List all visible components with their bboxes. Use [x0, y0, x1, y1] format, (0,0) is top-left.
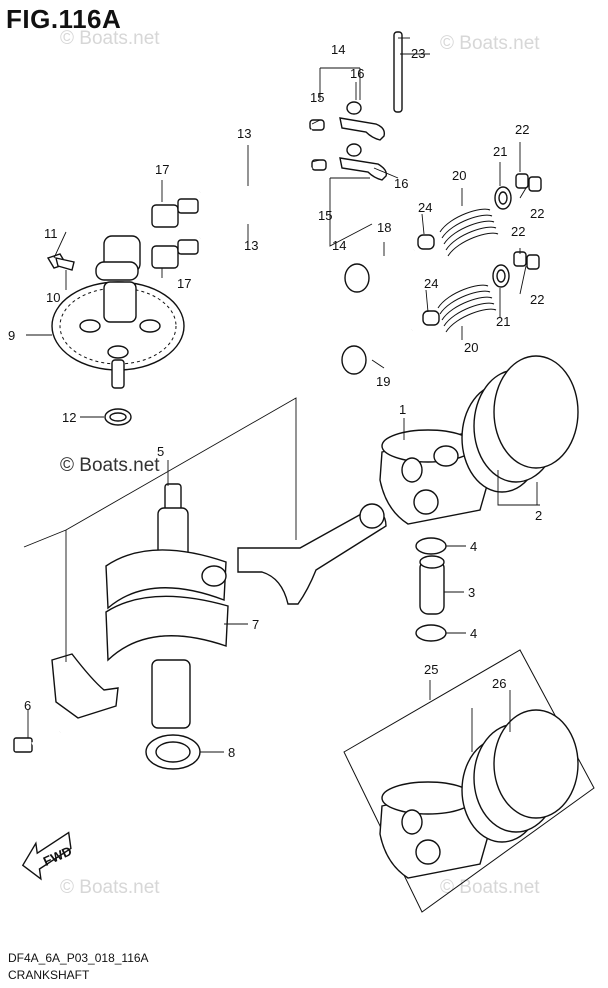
- camshaft[interactable]: [95, 235, 141, 389]
- callout-4: 4: [470, 539, 477, 554]
- watermark-bottom-right: © Boats.net: [440, 877, 540, 898]
- callout-22: 22: [530, 206, 544, 221]
- spring-retainer-upper[interactable]: [494, 186, 512, 210]
- watermark-top-left: © Boats.net: [60, 28, 160, 49]
- connecting-rod-bolt[interactable]: [13, 730, 61, 753]
- callout-2: 2: [535, 508, 542, 523]
- callout-12: 12: [62, 410, 76, 425]
- rocker-arm-upper[interactable]: [309, 101, 386, 141]
- callout-13: 13: [244, 238, 258, 253]
- piston-pin-circlip-lower[interactable]: [415, 624, 447, 642]
- footer-drawing-code: DF4A_6A_P03_018_116A: [8, 951, 149, 965]
- rocker-arm-lower[interactable]: [311, 143, 388, 181]
- connecting-rod-cap[interactable]: [51, 653, 119, 719]
- piston-pin-circlip-upper[interactable]: [415, 537, 447, 555]
- callout-17: 17: [155, 162, 169, 177]
- camshaft-washer[interactable]: [104, 408, 132, 426]
- valve-cotter-lower[interactable]: [513, 251, 540, 270]
- callout-25: 25: [424, 662, 438, 677]
- callout-17: 17: [177, 276, 191, 291]
- callout-3: 3: [468, 585, 475, 600]
- figure-title: FIG.116A: [6, 4, 122, 34]
- leader-lines: [23, 37, 540, 753]
- tappet-upper[interactable]: [151, 198, 199, 228]
- valve-spring-upper[interactable]: [439, 208, 499, 257]
- callout-1: 1: [399, 402, 406, 417]
- push-rod-lower[interactable]: [199, 167, 313, 239]
- valve-seal-upper[interactable]: [417, 234, 435, 250]
- piston-pin[interactable]: [419, 555, 445, 615]
- callout-26: 26: [492, 676, 506, 691]
- callout-4: 4: [470, 626, 477, 641]
- callout-9: 9: [8, 328, 15, 343]
- piston-std[interactable]: [379, 781, 490, 879]
- footer-section-name: CRANKSHAFT: [8, 968, 90, 982]
- callout-19: 19: [376, 374, 390, 389]
- callout-22: 22: [530, 292, 544, 307]
- callout-6: 6: [24, 698, 31, 713]
- tappet-lower[interactable]: [151, 239, 199, 269]
- spring-retainer-lower[interactable]: [492, 264, 510, 288]
- piston-rings[interactable]: [461, 355, 579, 493]
- rocker-shaft[interactable]: [393, 31, 403, 113]
- callout-14: 14: [332, 238, 346, 253]
- callout-24: 24: [418, 200, 432, 215]
- fwd-arrow-icon: FWD: [21, 831, 74, 881]
- callout-16: 16: [350, 66, 364, 81]
- callout-21: 21: [493, 144, 507, 159]
- callout-8: 8: [228, 745, 235, 760]
- crankshaft-washer[interactable]: [145, 734, 201, 770]
- callout-22: 22: [511, 224, 525, 239]
- callout-15: 15: [310, 90, 324, 105]
- callout-22: 22: [515, 122, 529, 137]
- callout-10: 10: [46, 290, 60, 305]
- connecting-rod[interactable]: [237, 503, 387, 605]
- valve-spring-lower[interactable]: [437, 284, 497, 333]
- valve-seal-lower[interactable]: [422, 310, 440, 326]
- camshaft-bolt[interactable]: [46, 253, 75, 271]
- callout-7: 7: [252, 617, 259, 632]
- callout-14: 14: [331, 42, 345, 57]
- piston-ring-set[interactable]: [461, 709, 579, 843]
- callout-21: 21: [496, 314, 510, 329]
- watermark-top-right: © Boats.net: [440, 33, 540, 54]
- callout-20: 20: [452, 168, 466, 183]
- push-rod-upper[interactable]: [199, 129, 313, 193]
- callout-23: 23: [411, 46, 425, 61]
- watermark-bottom-left: © Boats.net: [60, 877, 160, 898]
- callout-5: 5: [157, 444, 164, 459]
- callout-13: 13: [237, 126, 251, 141]
- valve-lower[interactable]: [341, 329, 413, 375]
- callout-20: 20: [464, 340, 478, 355]
- callout-16: 16: [394, 176, 408, 191]
- callout-18: 18: [377, 220, 391, 235]
- valve-cotter-upper[interactable]: [515, 173, 542, 192]
- watermark-center: © Boats.net: [60, 455, 160, 476]
- valve-upper[interactable]: [344, 249, 415, 293]
- callout-labels: 14 16 23 15 13 17 16 15 13 14 17 22 21 2…: [8, 42, 544, 760]
- callout-15: 15: [318, 208, 332, 223]
- callout-11: 11: [44, 226, 58, 241]
- callout-24: 24: [424, 276, 438, 291]
- crankshaft[interactable]: [105, 483, 229, 729]
